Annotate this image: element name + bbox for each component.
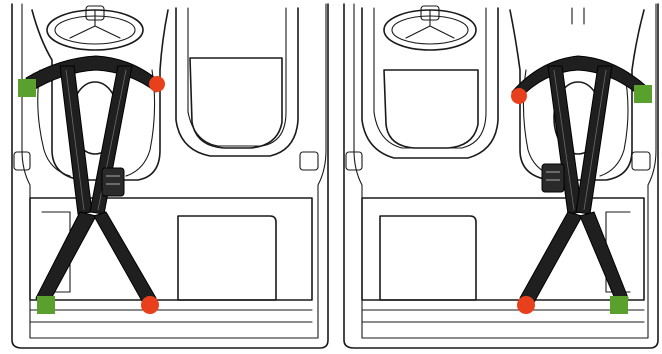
left-anchor-bottom-fixed [37,296,55,314]
right-driver-seat [362,6,498,158]
left-driver-seat [32,10,168,180]
right-lap-strap-b [580,212,628,306]
left-car-inner-outline [22,4,326,338]
right-harness [512,56,646,306]
steering-wheel-icon [47,6,143,50]
right-shoulder-strap [512,56,646,100]
right-harness-strap-b [576,66,612,214]
left-anchor-bottom-adjustable [141,296,159,314]
left-lap-strap-b [94,212,156,308]
left-anchor-top-fixed [18,79,36,97]
left-panel [12,4,328,348]
left-lap-strap-a [36,212,96,308]
left-passenger-seat [176,8,298,156]
harness-buckle-icon [102,168,124,196]
right-anchor-top-fixed [634,85,652,103]
left-car-body-outline [12,4,328,348]
right-door-pocket-right [632,152,650,170]
left-shoulder-strap [26,56,160,92]
left-door-pocket-right [300,152,318,170]
right-anchor-top-adjustable [511,88,527,104]
left-harness-strap-a [60,66,92,214]
right-panel [344,4,658,348]
right-lap-strap-a [520,212,582,306]
right-anchor-bottom-fixed [610,296,628,314]
steering-wheel-icon [384,6,476,50]
right-anchor-bottom-adjustable [517,296,535,314]
left-harness [26,56,160,308]
harness-buckle-icon [542,164,564,192]
left-anchor-top-adjustable [149,76,165,92]
right-passenger-seat [510,8,644,180]
